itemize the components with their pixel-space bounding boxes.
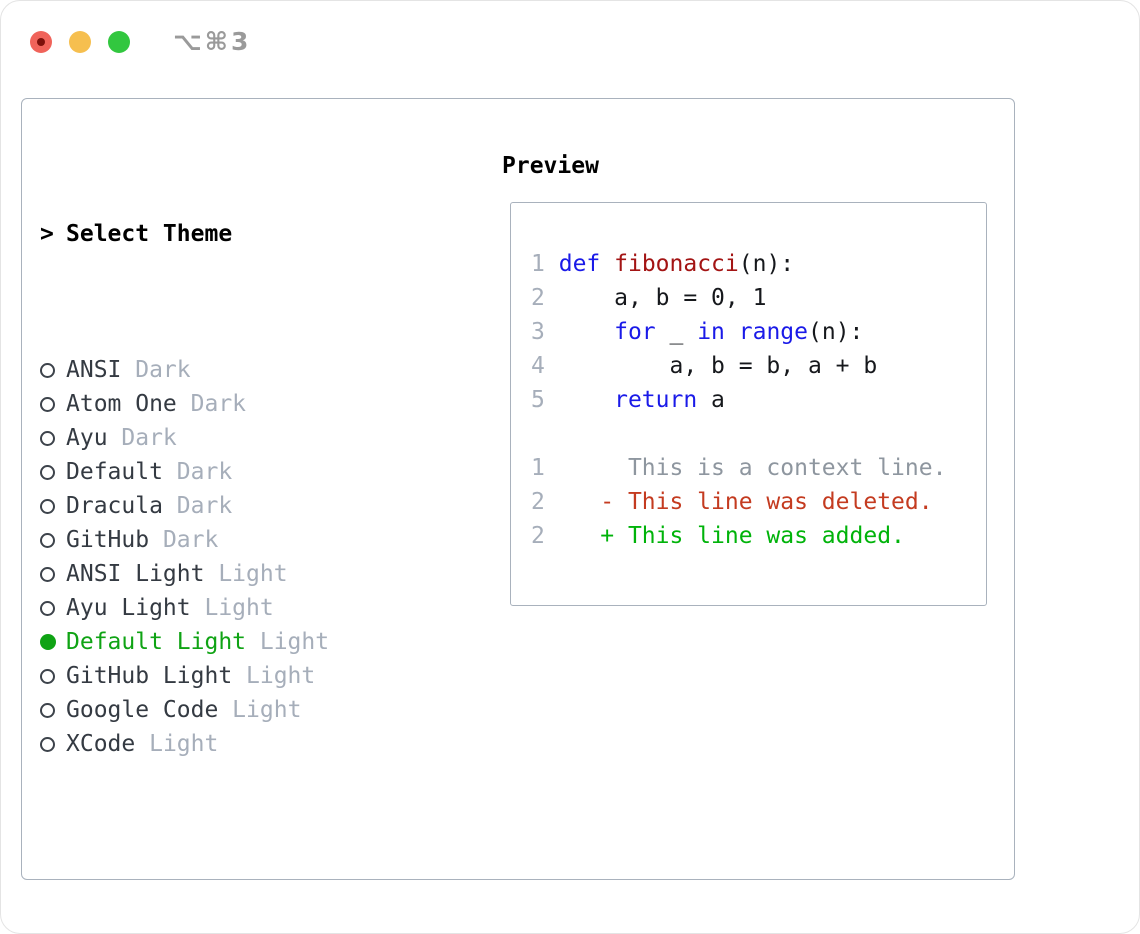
theme-option-atom-one[interactable]: Atom One Dark (40, 387, 428, 421)
theme-option-ansi[interactable]: ANSI Dark (40, 353, 428, 387)
radio-icon (40, 430, 66, 446)
option-variant: Light (190, 595, 274, 621)
select-theme-header: > Select Theme (40, 217, 428, 251)
code-line: 3 for _ in range(n): (531, 319, 864, 345)
title-bar: ⌥⌘3 (30, 27, 251, 56)
option-label: Google Code (66, 697, 219, 723)
option-variant: Dark (176, 391, 247, 417)
radio-icon (40, 600, 66, 616)
theme-option-xcode[interactable]: XCode Light (40, 727, 428, 761)
theme-option-github[interactable]: GitHub Dark (40, 523, 428, 557)
preview-code: 1 def fibonacci(n): 2 a, b = 0, 1 3 for _ … (531, 247, 986, 553)
option-label: GitHub Light (66, 663, 233, 689)
theme-option-ansi-light[interactable]: ANSI Light Light (40, 557, 428, 591)
theme-option-google-code[interactable]: Google Code Light (40, 693, 428, 727)
radio-icon (40, 396, 66, 412)
code-line: 1 This is a context line. (531, 455, 947, 481)
code-line: 2 + This line was added. (531, 523, 905, 549)
radio-icon (40, 668, 66, 684)
code-line: 2 - This line was deleted. (531, 489, 933, 515)
option-label: ANSI Light (66, 561, 205, 587)
option-label: GitHub (66, 527, 150, 553)
option-variant: Light (246, 629, 330, 655)
theme-option-default-light[interactable]: Default Light Light (40, 625, 428, 659)
theme-option-ayu-light[interactable]: Ayu Light Light (40, 591, 428, 625)
code-line: 2 a, b = 0, 1 (531, 285, 767, 311)
select-theme-title: Select Theme (66, 221, 233, 247)
radio-selected-icon (40, 634, 66, 650)
radio-icon (40, 702, 66, 718)
option-label: Ayu Light (66, 595, 191, 621)
blank-line (40, 863, 428, 897)
preview-title: Preview (502, 153, 599, 179)
code-line: 5 return a (531, 387, 725, 413)
option-label: Default Light (66, 629, 247, 655)
option-variant: Dark (162, 459, 233, 485)
theme-option-github-light[interactable]: GitHub Light Light (40, 659, 428, 693)
option-label: Ayu (66, 425, 108, 451)
option-label: Dracula (66, 493, 163, 519)
preview-column: Preview 1 def fibonacci(n): 2 a, b = 0, 1… (502, 149, 987, 606)
option-label: XCode (66, 731, 136, 757)
radio-icon (40, 362, 66, 378)
radio-icon (40, 736, 66, 752)
preview-box: 1 def fibonacci(n): 2 a, b = 0, 1 3 for _ … (510, 202, 987, 606)
zoom-button[interactable] (108, 30, 130, 53)
code-line: 1 def fibonacci(n): (531, 251, 795, 277)
option-label: ANSI (66, 357, 122, 383)
theme-option-default[interactable]: Default Dark (40, 455, 428, 489)
close-button[interactable] (30, 30, 52, 53)
window-title: ⌥⌘3 (173, 27, 252, 56)
option-variant: Dark (149, 527, 219, 553)
minimize-button[interactable] (69, 30, 91, 53)
prompt-icon: > (40, 221, 54, 247)
code-line (531, 417, 986, 451)
option-variant: Dark (121, 357, 191, 383)
theme-option-dracula[interactable]: Dracula Dark (40, 489, 428, 523)
option-label: Atom One (66, 391, 177, 417)
option-variant: Light (232, 663, 316, 689)
radio-icon (40, 566, 66, 582)
option-variant: Dark (162, 493, 233, 519)
theme-option-ayu[interactable]: Ayu Dark (40, 421, 428, 455)
option-variant: Light (218, 697, 302, 723)
radio-icon (40, 498, 66, 514)
radio-icon (40, 532, 66, 548)
option-label: Default (66, 459, 163, 485)
option-variant: Light (135, 731, 219, 757)
option-variant: Dark (107, 425, 177, 451)
option-variant: Light (204, 561, 288, 587)
code-line: 4 a, b = b, a + b (531, 353, 878, 379)
radio-icon (40, 464, 66, 480)
